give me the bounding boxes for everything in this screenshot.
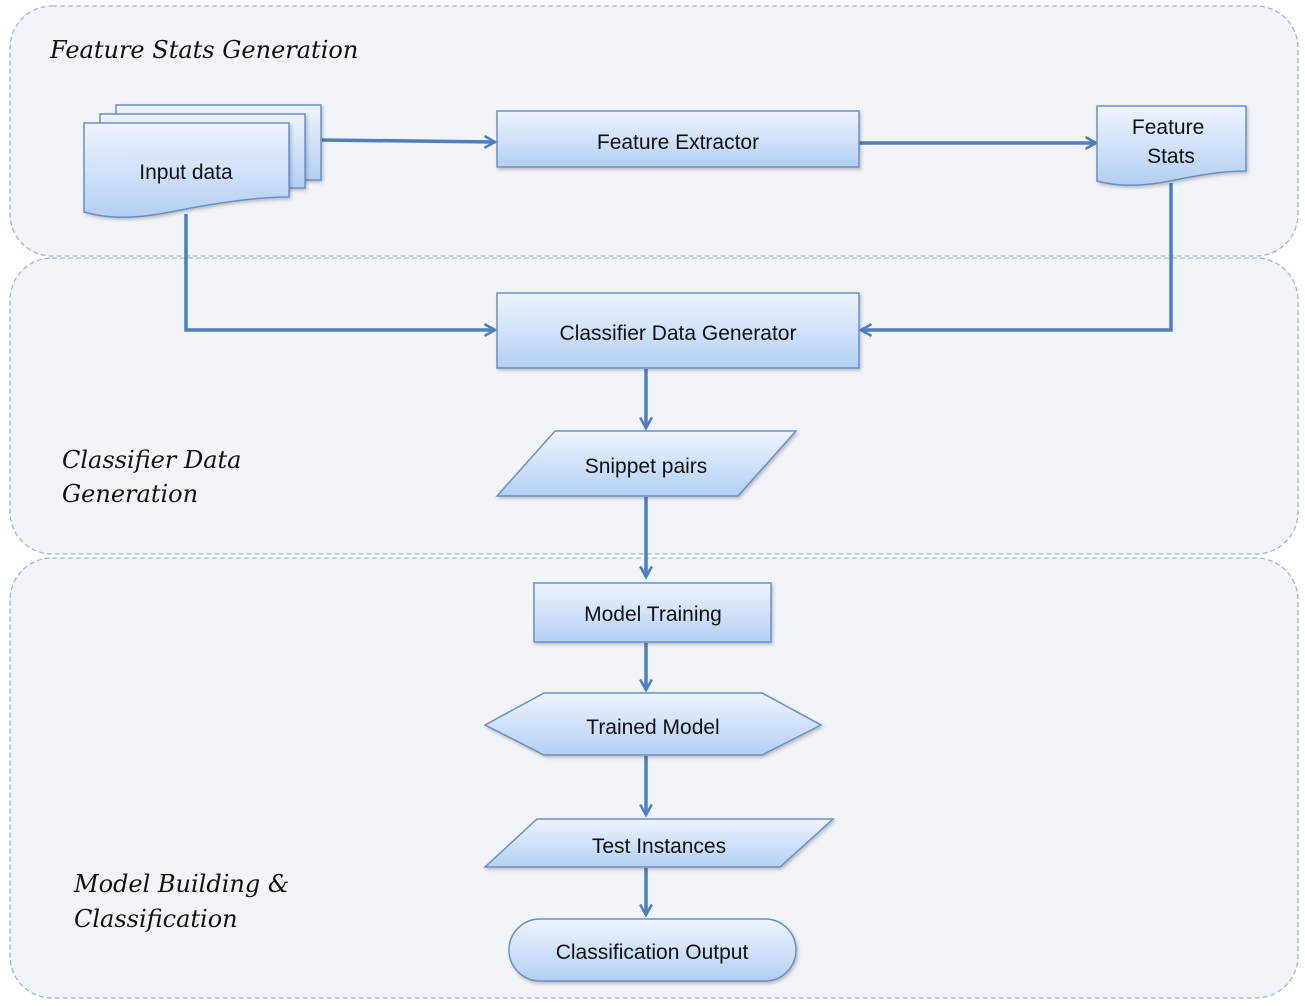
feature-extractor-label-line-1: Feature Extractor (597, 131, 759, 154)
node-feature-stats: Feature Stats (1096, 105, 1247, 186)
edge-input-data-to-classifier-data-generator (184, 214, 495, 330)
section-model-building-classification-label: Model Building & Classification (73, 870, 297, 933)
feature-stats-label-line-1: Feature (1132, 116, 1204, 139)
feature-stats-label-line-2: Stats (1147, 145, 1195, 168)
edge-input-data-to-feature-extractor (321, 140, 495, 142)
section-model-building-classification-line-1: Model Building & (73, 870, 289, 898)
feature-extractor-label: Feature Extractor (597, 131, 759, 154)
trained-model-label: Trained Model (586, 716, 719, 739)
section-feature-stats-generation-label: Feature Stats Generation (49, 36, 358, 64)
section-model-building-classification-bg (9, 557, 1299, 999)
input-data-front-sheet (83, 122, 290, 218)
snippet-pairs-label: Snippet pairs (585, 455, 708, 478)
feature-extractor-box (496, 110, 860, 168)
test-instances-label: Test Instances (592, 835, 726, 858)
feature-stats-document (1096, 105, 1247, 186)
section-classifier-data-generation-line-2: Generation (62, 480, 198, 508)
classifier-data-generator-box (496, 292, 860, 369)
classifier-data-generator-label: Classifier Data Generator (560, 322, 797, 345)
section-classifier-data-generation-bg (9, 257, 1299, 555)
node-trained-model: Trained Model (483, 692, 823, 756)
edges (184, 140, 1173, 915)
snippet-pairs-parallelogram (495, 430, 798, 497)
node-feature-extractor: Feature Extractor (496, 110, 860, 168)
input-data-label: Input data (139, 161, 233, 184)
node-test-instances: Test Instances (483, 818, 835, 868)
classification-output-label: Classification Output (556, 941, 749, 964)
trained-model-label-line-1: Trained Model (586, 716, 719, 739)
node-classifier-data-generator: Classifier Data Generator (496, 292, 860, 369)
classification-output-label-line-1: Classification Output (556, 941, 749, 964)
section-classifier-data-generation-line-1: Classifier Data (62, 446, 241, 474)
node-model-training: Model Training (533, 582, 772, 643)
feature-stats-label: Feature Stats (1132, 116, 1210, 168)
node-snippet-pairs: Snippet pairs (495, 430, 798, 497)
node-classification-output: Classification Output (508, 918, 797, 982)
model-training-box (533, 582, 772, 643)
model-training-label-line-1: Model Training (584, 603, 722, 626)
snippet-pairs-label-line-1: Snippet pairs (585, 455, 708, 478)
section-classifier-data-generation-label: Classifier Data Generation (62, 446, 249, 508)
model-training-label: Model Training (584, 603, 722, 626)
section-model-building-classification-line-2: Classification (74, 905, 238, 933)
classification-output-terminator (508, 918, 797, 982)
trained-model-hexagon (483, 692, 823, 756)
edge-feature-stats-to-classifier-data-generator (861, 183, 1173, 330)
classifier-data-generator-label-line-1: Classifier Data Generator (560, 322, 797, 345)
node-input-data: Input data (83, 104, 322, 218)
test-instances-parallelogram (483, 818, 835, 868)
section-model-building-classification: Model Building & Classification (9, 557, 1299, 999)
section-feature-stats-generation-line-1: Feature Stats Generation (49, 36, 358, 64)
test-instances-label-line-1: Test Instances (592, 835, 726, 858)
input-data-label-line-1: Input data (139, 161, 233, 184)
section-classifier-data-generation: Classifier Data Generation (9, 257, 1299, 555)
